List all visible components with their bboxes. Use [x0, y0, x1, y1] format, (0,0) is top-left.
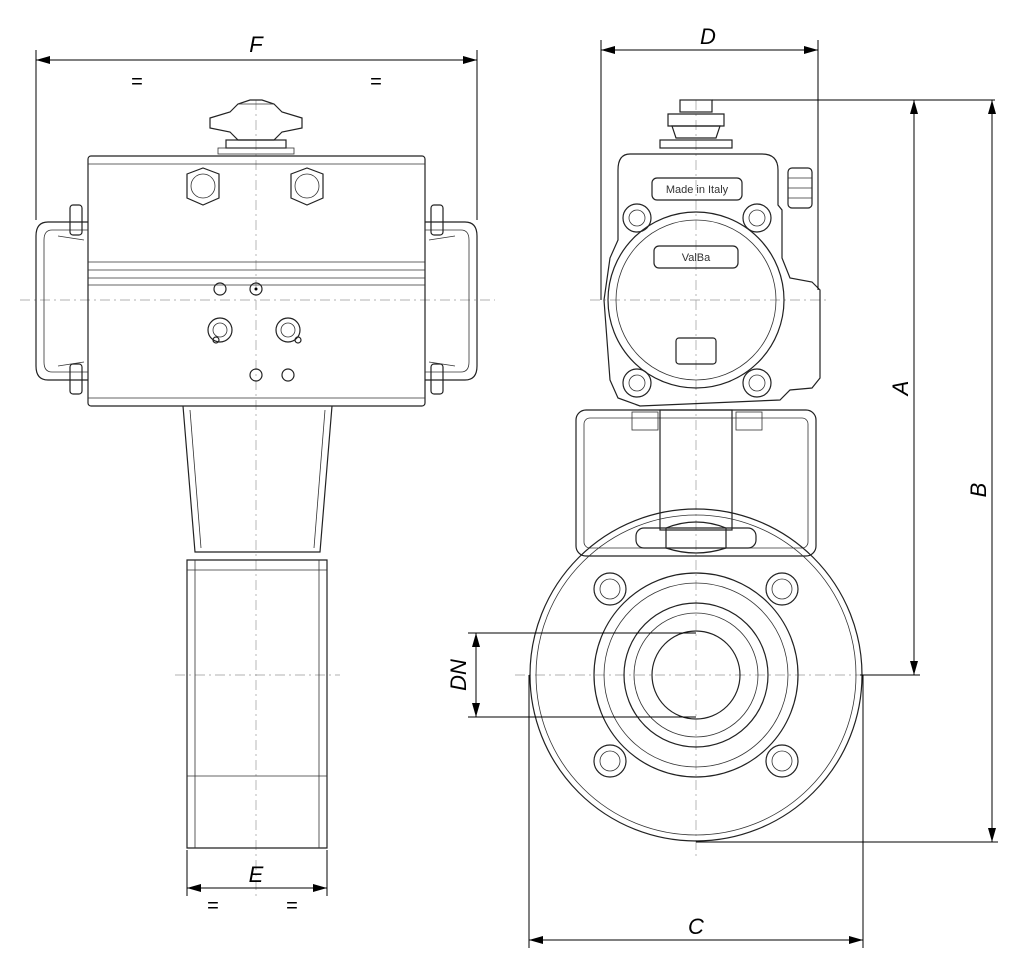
mounting-neck — [182, 405, 333, 553]
made-in-italy-marking: Made in Italy — [666, 184, 729, 196]
side-view: Made in Italy ValBa — [446, 24, 998, 948]
front-view: F = = E = = — [20, 32, 495, 917]
side-bracket — [575, 409, 817, 557]
position-indicator — [209, 99, 303, 155]
equal-mark-e-left: = — [207, 895, 219, 917]
end-cap-right — [425, 204, 478, 395]
label-B: B — [966, 483, 991, 498]
dimension-D: D — [600, 24, 819, 300]
dimension-C: C — [528, 675, 864, 948]
end-cap-left — [35, 204, 88, 395]
side-actuator-housing: Made in Italy ValBa — [603, 153, 821, 407]
label-A: A — [888, 381, 913, 398]
dimension-F: F = = — [35, 32, 478, 220]
label-C: C — [688, 914, 704, 939]
equal-mark-left: = — [131, 71, 143, 93]
dimension-DN: DN — [446, 632, 696, 718]
label-E: E — [249, 862, 264, 887]
label-D: D — [700, 24, 716, 49]
dimension-A: A — [712, 99, 995, 676]
dimension-E: E = = — [186, 850, 328, 917]
label-F: F — [249, 32, 264, 57]
valve-body-side — [186, 559, 328, 849]
label-DN: DN — [446, 659, 471, 691]
equal-mark-right: = — [370, 71, 382, 93]
bolt-left — [186, 167, 220, 206]
side-indicator — [659, 99, 733, 149]
bolt-right — [290, 167, 324, 206]
actuator-body — [87, 155, 426, 407]
brand-marking: ValBa — [682, 252, 711, 264]
equal-mark-e-right: = — [286, 895, 298, 917]
dimension-B: B — [696, 100, 998, 843]
